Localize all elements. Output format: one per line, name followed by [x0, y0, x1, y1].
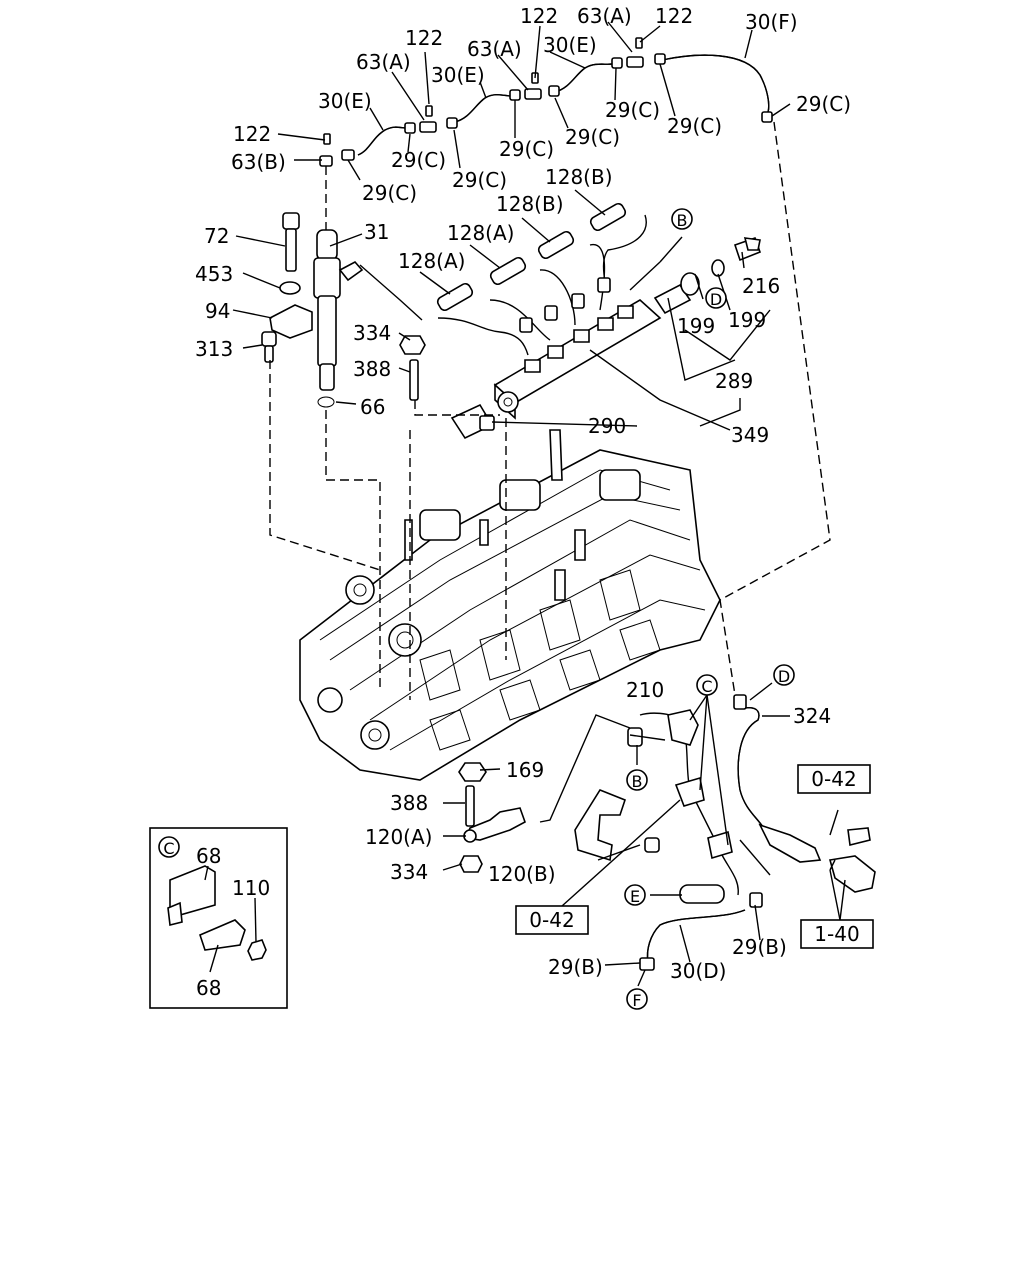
pressure-sensor-290-drawing: [450, 403, 495, 440]
callout-122: 122: [405, 26, 443, 50]
common-rail-drawing: [493, 299, 662, 420]
svg-text:D: D: [710, 290, 722, 309]
callout-29c: 29(C): [452, 168, 507, 192]
callout-349: 349: [731, 423, 769, 447]
callout-68: 68: [196, 976, 221, 1000]
callout-30e: 30(E): [431, 63, 485, 87]
callout-110: 110: [232, 876, 270, 900]
leader-lines: [232, 21, 846, 987]
callout-63a: 63(A): [467, 37, 522, 61]
svg-text:0-42: 0-42: [529, 908, 574, 932]
callout-63a: 63(A): [356, 50, 411, 74]
callout-63b: 63(B): [231, 150, 286, 174]
pressure-limiter-drawing: [653, 236, 762, 315]
callout-199: 199: [677, 314, 715, 338]
detail-c-box: [149, 827, 288, 1009]
callout-29c: 29(C): [362, 181, 417, 205]
leakoff-hoses-drawing: [319, 37, 773, 167]
callout-94: 94: [205, 299, 230, 323]
ref-d-marker-lower: D: [773, 664, 795, 686]
callout-453: 453: [195, 262, 233, 286]
svg-text:B: B: [632, 772, 643, 791]
callout-120a: 120(A): [365, 825, 432, 849]
lower-assembly-drawing: [458, 694, 876, 971]
callout-63a: 63(A): [577, 4, 632, 28]
page-ref-box-0-42-right: 0-42: [797, 764, 871, 794]
ref-b-marker-upper: B: [671, 208, 693, 230]
callout-169: 169: [506, 758, 544, 782]
callout-29b: 29(B): [732, 935, 787, 959]
svg-text:C: C: [701, 677, 712, 696]
callout-324: 324: [793, 704, 831, 728]
callout-313: 313: [195, 337, 233, 361]
page-ref-box-0-42-left: 0-42: [515, 905, 589, 935]
svg-text:E: E: [630, 887, 640, 906]
svg-text:0-42: 0-42: [811, 767, 856, 791]
svg-text:D: D: [778, 667, 790, 686]
callout-30d: 30(D): [670, 959, 726, 983]
svg-text:F: F: [632, 991, 641, 1010]
callout-29c: 29(C): [499, 137, 554, 161]
callout-labels: 122 63(A) 122 30(F) 122 63(A) 30(E) 63(A…: [195, 4, 851, 1000]
callout-290: 290: [588, 414, 626, 438]
callout-72: 72: [204, 224, 229, 248]
callout-216: 216: [742, 274, 780, 298]
callout-29c: 29(C): [391, 148, 446, 172]
detail-c-leaders: [204, 865, 257, 973]
clamp-94-drawing: [269, 304, 313, 339]
callout-68: 68: [196, 844, 221, 868]
ref-f-marker: F: [626, 988, 648, 1010]
callout-199: 199: [728, 308, 766, 332]
callout-29c: 29(C): [565, 125, 620, 149]
callout-31: 31: [364, 220, 389, 244]
washer-453-drawing: [279, 281, 301, 295]
callout-122: 122: [655, 4, 693, 28]
callout-29c: 29(C): [605, 98, 660, 122]
callout-30f: 30(F): [745, 10, 798, 34]
callout-29b: 29(B): [548, 955, 603, 979]
ref-b-marker-lower: B: [626, 769, 648, 791]
injector-drawing: [313, 229, 364, 408]
ref-c-detail-marker: C: [158, 836, 180, 858]
callout-66: 66: [360, 395, 385, 419]
callout-120b: 120(B): [488, 862, 556, 886]
page-reference-boxes: 0-42 0-42 1-40: [515, 764, 874, 949]
callout-388: 388: [390, 791, 428, 815]
dashed-alignment-lines: [269, 121, 831, 700]
callout-334: 334: [390, 860, 428, 884]
callout-289: 289: [715, 369, 753, 393]
ref-e-marker: E: [624, 884, 646, 906]
bolt-313-drawing: [261, 331, 277, 363]
callout-334: 334: [353, 321, 391, 345]
svg-text:1-40: 1-40: [814, 922, 859, 946]
callout-29c: 29(C): [667, 114, 722, 138]
cylinder-head-drawing: [299, 429, 721, 781]
callout-29c: 29(C): [796, 92, 851, 116]
callout-122: 122: [233, 122, 271, 146]
callout-30e: 30(E): [543, 33, 597, 57]
reference-markers: B D C D B E F C: [158, 208, 795, 1010]
callout-30e: 30(E): [318, 89, 372, 113]
callout-210: 210: [626, 678, 664, 702]
callout-128b: 128(B): [496, 192, 564, 216]
callout-128a: 128(A): [447, 221, 514, 245]
callout-388: 388: [353, 357, 391, 381]
callout-128b: 128(B): [545, 165, 613, 189]
injection-pipes-drawing: [436, 202, 647, 356]
stud-388-upper-drawing: [409, 359, 419, 401]
svg-text:C: C: [163, 839, 174, 858]
nut-334-upper-drawing: [399, 335, 426, 355]
page-ref-box-1-40: 1-40: [800, 919, 874, 949]
ref-d-marker-upper: D: [705, 287, 727, 309]
svg-text:B: B: [677, 211, 688, 230]
bolt-72-drawing: [282, 212, 300, 272]
callout-122: 122: [520, 4, 558, 28]
ref-c-marker: C: [696, 674, 718, 696]
callout-128a: 128(A): [398, 249, 465, 273]
